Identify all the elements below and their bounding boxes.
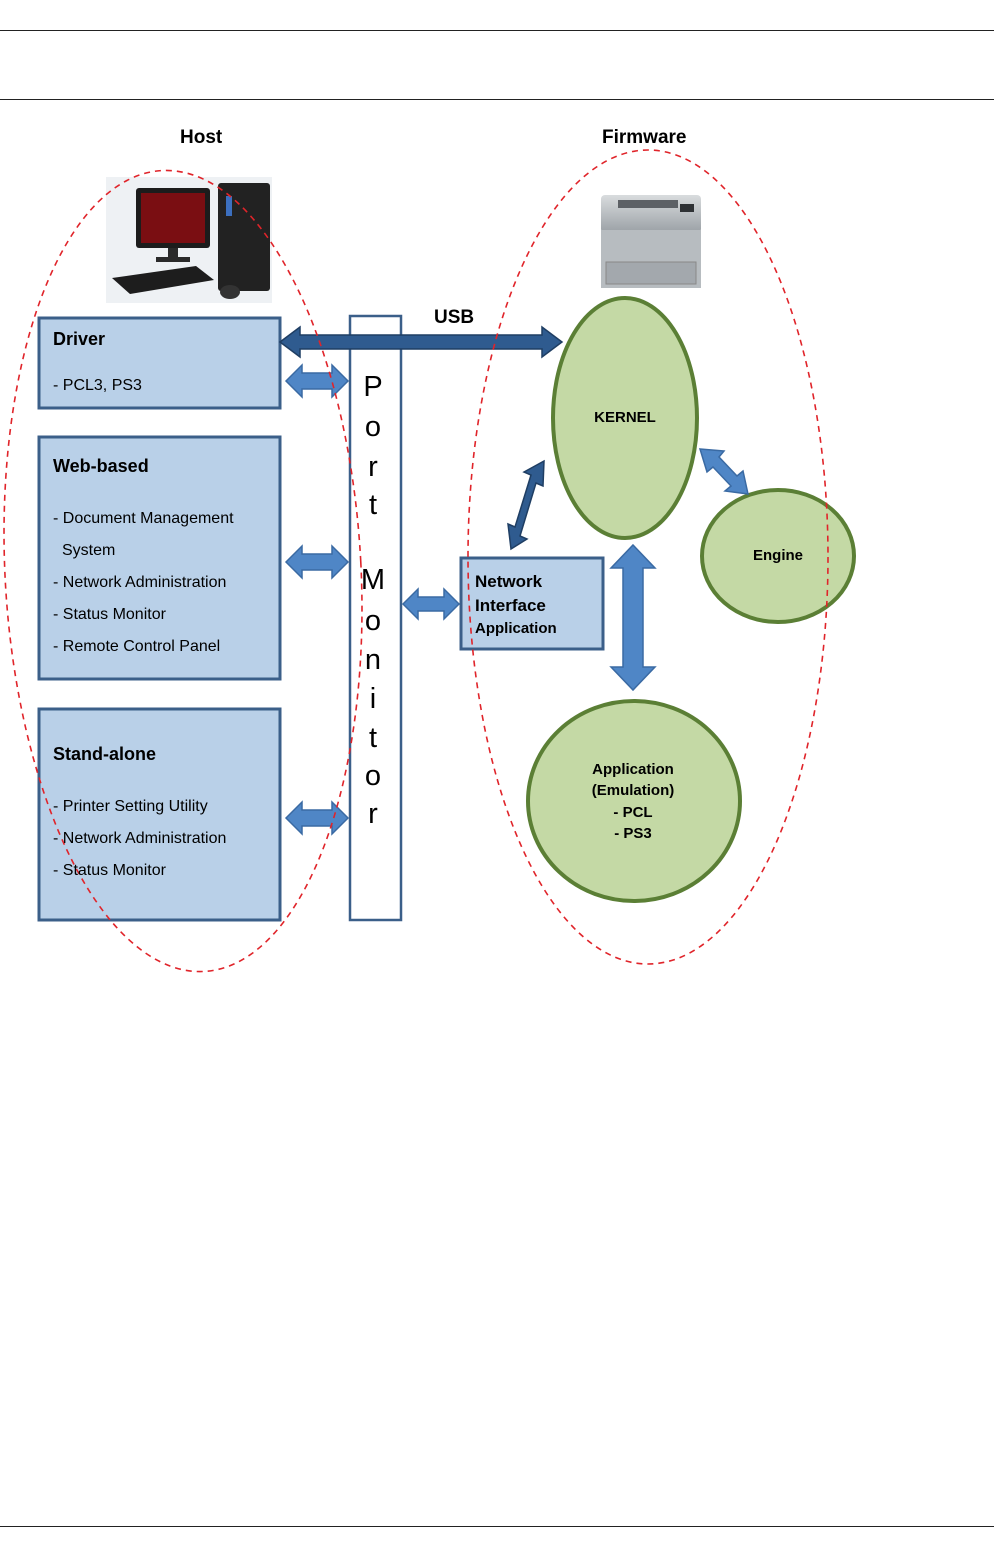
network-link-arrow	[401, 587, 461, 621]
kernel-node	[551, 296, 699, 540]
web-item-network-administration: - Network Administration	[53, 574, 227, 591]
engine-node	[700, 488, 856, 624]
header-rule	[0, 99, 994, 100]
port-monitor-letter: t	[368, 722, 378, 754]
standalone-item-status-monitor: - Status Monitor	[53, 862, 166, 879]
host-group-outline	[3, 169, 363, 973]
port-monitor-letter: t	[368, 489, 378, 521]
port-monitor-letter: o	[364, 411, 382, 443]
port-monitor-column	[348, 314, 403, 922]
usb-arrow	[278, 325, 564, 359]
stand-alone-box	[37, 707, 282, 922]
usb-label: USB	[434, 307, 475, 328]
web-item-system: System	[62, 542, 116, 559]
host-link-arrows	[284, 363, 461, 836]
application-node	[526, 699, 742, 903]
network-box-line2: Interface	[475, 596, 546, 615]
standalone-item-network-administration: - Network Administration	[53, 830, 227, 847]
web-based-title: Web-based	[53, 456, 149, 476]
standalone-item-printer-setting-utility: - Printer Setting Utility	[53, 798, 208, 815]
firmware-title: Firmware	[602, 127, 687, 148]
port-monitor-letter: n	[364, 644, 382, 676]
web-item-remote-control-panel: - Remote Control Panel	[53, 638, 221, 655]
driver-item: - PCL3, PS3	[53, 377, 142, 394]
web-item-document-management: - Document Management	[53, 510, 234, 527]
top-rule	[0, 30, 994, 31]
stand-alone-title: Stand-alone	[53, 744, 157, 764]
web-based-box	[37, 435, 282, 681]
host-title: Host	[180, 127, 223, 148]
port-monitor-letter: i	[369, 683, 377, 715]
footer-rule	[0, 1526, 994, 1527]
laser-printer-icon	[596, 183, 706, 295]
port-monitor-letter: P	[363, 371, 383, 403]
kernel-engine-arrow	[698, 448, 749, 495]
firmware-group-outline	[467, 149, 829, 965]
desktop-computer-icon	[106, 177, 272, 303]
network-box-line3: Application	[475, 620, 557, 637]
kernel-network-arrow	[507, 459, 545, 551]
port-monitor-letter: r	[368, 798, 378, 830]
network-box-line1: Network	[475, 572, 543, 591]
kernel-application-arrow	[609, 543, 657, 692]
driver-title: Driver	[53, 329, 106, 349]
port-monitor-letter: o	[364, 760, 382, 792]
network-interface-box	[459, 556, 605, 651]
application-label-line1: Application	[592, 761, 674, 778]
kernel-label: KERNEL	[594, 409, 656, 426]
web-item-status-monitor: - Status Monitor	[53, 606, 166, 623]
application-label-line4: - PS3	[614, 825, 652, 842]
web-link-arrow	[284, 544, 350, 580]
application-label-line2: (Emulation)	[591, 782, 675, 799]
port-monitor-letter: M	[360, 564, 386, 596]
engine-label: Engine	[752, 547, 803, 564]
driver-box	[37, 316, 282, 410]
standalone-link-arrow	[284, 800, 350, 836]
port-monitor-letter: r	[368, 451, 378, 483]
application-label-line3: - PCL	[613, 804, 653, 821]
port-monitor-letter: o	[364, 605, 382, 637]
driver-link-arrow	[284, 363, 350, 399]
